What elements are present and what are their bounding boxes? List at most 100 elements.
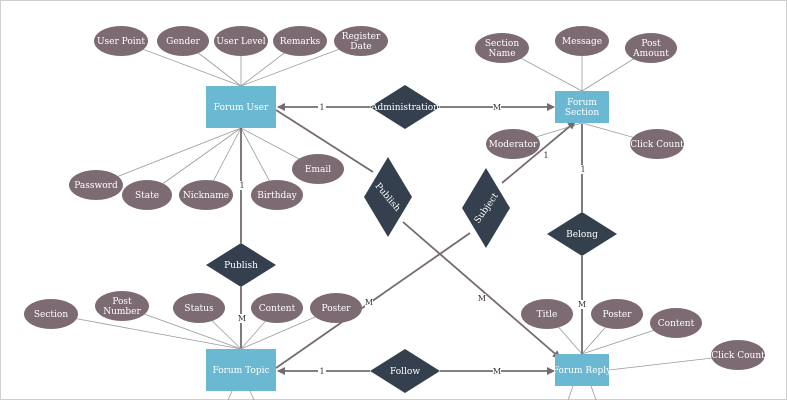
cardinality-label: 1 <box>580 165 585 174</box>
cardinality-subject-section: 1 <box>542 151 550 160</box>
attribute-user-point[interactable]: User Point <box>94 26 148 56</box>
attribute-ellipse <box>555 26 609 56</box>
entity-forum-reply[interactable]: Forum Reply <box>553 354 612 386</box>
attribute-label: User Point <box>97 37 145 47</box>
relationship-diamond <box>364 157 412 237</box>
relationship-label: Publish <box>224 261 258 271</box>
attribute-label: Birthday <box>257 191 297 201</box>
attribute-ellipse <box>711 340 765 370</box>
cardinality-admin-user: 1 <box>318 103 326 112</box>
cardinality-follow-topic: 1 <box>318 367 326 376</box>
attribute-nickname[interactable]: Nickname <box>179 180 233 210</box>
attribute-status[interactable]: Status <box>173 293 225 323</box>
attribute-label: Poster <box>322 304 352 314</box>
attribute-title[interactable]: Title <box>521 299 573 329</box>
attribute-label: Section <box>34 310 68 320</box>
attribute-ellipse <box>310 293 362 323</box>
attribute-message[interactable]: Message <box>555 26 609 56</box>
attribute-label: Click Count <box>711 351 765 361</box>
cardinality-bg <box>578 300 586 309</box>
attribute-ellipse <box>521 299 573 329</box>
attribute-ellipse <box>591 299 643 329</box>
attribute-content-reply[interactable]: Content <box>650 308 702 338</box>
attribute-label: Message <box>562 37 602 47</box>
cardinality-label: M <box>365 298 373 307</box>
attribute-password[interactable]: Password <box>69 170 123 200</box>
attribute-poster-reply[interactable]: Poster <box>591 299 643 329</box>
cardinality-bg <box>318 367 326 376</box>
relationship-publish-diag[interactable]: Publish <box>364 157 412 237</box>
relationship-diamond <box>462 168 510 248</box>
attribute-remarks[interactable]: Remarks <box>273 26 327 56</box>
relationship-label: Belong <box>566 230 598 240</box>
attribute-ellipse <box>625 33 677 63</box>
cardinality-publish-user: 1 <box>238 181 246 190</box>
attribute-label: Title <box>537 310 558 320</box>
cardinality-label: M <box>578 300 586 309</box>
relationship-belong[interactable]: Belong <box>547 212 617 256</box>
attribute-ellipse <box>334 26 388 56</box>
attribute-click-count-reply[interactable]: Click Count <box>711 340 765 370</box>
entity-label: Forum Topic <box>212 366 269 376</box>
attribute-ellipse <box>95 291 149 321</box>
attribute-click-count-section[interactable]: Click Count <box>630 129 684 159</box>
cardinality-label: M <box>238 314 246 323</box>
attribute-label: User Level <box>216 37 265 47</box>
attribute-ellipse <box>292 154 344 184</box>
relationship-lines <box>240 103 583 375</box>
entity-box <box>555 91 609 123</box>
attribute-label: Email <box>305 165 331 175</box>
attribute-label: Password <box>74 181 118 191</box>
connector-password <box>95 127 242 186</box>
relationship-follow[interactable]: Follow <box>370 349 440 393</box>
cardinality-subject-topic: M <box>365 298 373 307</box>
relationship-publish-left[interactable]: Publish <box>206 243 276 287</box>
entity-box <box>206 349 276 391</box>
attribute-label: Remarks <box>280 37 321 47</box>
attribute-poster-topic[interactable]: Poster <box>310 293 362 323</box>
entity-forum-user[interactable]: Forum User <box>206 86 276 128</box>
cardinality-bg <box>493 103 501 112</box>
relationship-diamond <box>547 212 617 256</box>
attribute-ellipse <box>630 129 684 159</box>
attribute-content-topic[interactable]: Content <box>251 293 303 323</box>
connector-stub-0 <box>227 390 233 400</box>
entity-label: Forum User <box>214 103 269 113</box>
attribute-moderator[interactable]: Moderator <box>486 129 540 159</box>
cardinality-label: 1 <box>319 103 324 112</box>
connector-stub-3 <box>590 385 597 400</box>
cardinality-bg <box>493 367 501 376</box>
attribute-state[interactable]: State <box>122 180 172 210</box>
attribute-birthday[interactable]: Birthday <box>251 180 303 210</box>
relationship-subject[interactable]: Subject <box>462 168 510 248</box>
attribute-user-level[interactable]: User Level <box>214 26 268 56</box>
cardinality-label: M <box>493 367 501 376</box>
attribute-label: Poster <box>603 310 633 320</box>
cardinality-label: 1 <box>319 367 324 376</box>
cardinality-bg <box>579 165 587 174</box>
attribute-section[interactable]: Section <box>24 299 78 329</box>
attribute-label: State <box>135 191 159 201</box>
connector-stub-1 <box>249 390 255 400</box>
attribute-label: Content <box>658 319 695 329</box>
cardinality-belong-section: 1 <box>579 165 587 174</box>
relationship-administration[interactable]: Administration <box>370 85 440 129</box>
cardinality-follow-reply: M <box>493 367 501 376</box>
attribute-label: Nickname <box>183 191 229 201</box>
attribute-ellipse <box>173 293 225 323</box>
attribute-gender[interactable]: Gender <box>157 26 209 56</box>
attribute-email[interactable]: Email <box>292 154 344 184</box>
cardinality-bg <box>238 314 246 323</box>
attribute-ellipse <box>214 26 268 56</box>
cardinality-bg <box>478 294 486 303</box>
entity-forum-topic[interactable]: Forum Topic <box>206 349 276 391</box>
